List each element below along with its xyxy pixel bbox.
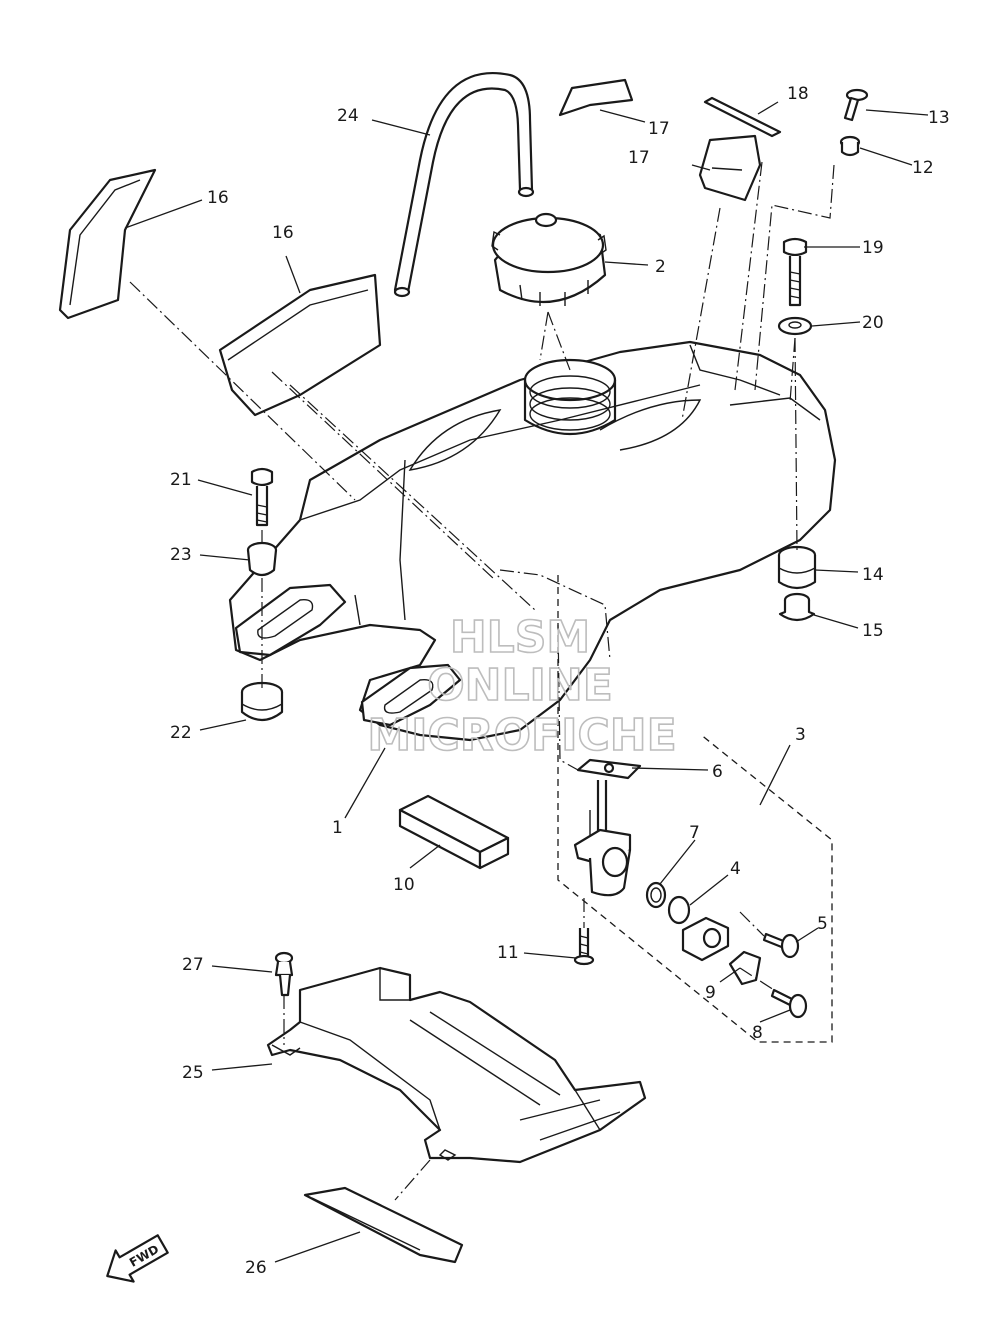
callout-17-upper: 17 xyxy=(648,119,670,139)
callout-1: 1 xyxy=(332,818,343,838)
pad-10 xyxy=(398,794,510,870)
callout-24: 24 xyxy=(337,106,359,126)
callout-6: 6 xyxy=(712,762,723,782)
screw-13 xyxy=(843,88,869,122)
pad-upper xyxy=(558,78,634,117)
skid-plate xyxy=(266,966,647,1164)
screw-8 xyxy=(770,988,808,1019)
callout-2: 2 xyxy=(655,257,666,277)
callout-16-left: 16 xyxy=(207,188,229,208)
callout-4: 4 xyxy=(730,859,741,879)
screw-11 xyxy=(573,928,595,966)
breather-hose xyxy=(393,72,535,298)
leader-lines xyxy=(124,101,929,1263)
callout-26: 26 xyxy=(245,1258,267,1278)
collar-15 xyxy=(778,592,816,622)
tank-emblem-left xyxy=(58,168,157,320)
callout-23: 23 xyxy=(170,545,192,565)
callout-25: 25 xyxy=(182,1063,204,1083)
fuel-cap xyxy=(491,212,607,306)
tank-emblem-right xyxy=(218,273,382,417)
callout-20: 20 xyxy=(862,313,884,333)
fuel-cock-assembly xyxy=(573,758,762,986)
assembly-boundary-3 xyxy=(557,575,833,1043)
washer-20 xyxy=(777,316,813,336)
fuel-tank xyxy=(228,340,837,742)
callout-11: 11 xyxy=(497,943,519,963)
callout-labels: 1 2 3 4 5 6 7 8 9 10 11 12 13 14 15 16 1… xyxy=(170,84,950,1278)
callout-5: 5 xyxy=(817,914,828,934)
callout-19: 19 xyxy=(862,238,884,258)
pad-26 xyxy=(303,1186,464,1264)
callout-14: 14 xyxy=(862,565,884,585)
callout-15: 15 xyxy=(862,621,884,641)
watermark-line-1: HLSM xyxy=(450,612,590,663)
filler-neck xyxy=(523,358,617,435)
damper-22 xyxy=(240,681,284,722)
callout-18: 18 xyxy=(787,84,809,104)
fwd-arrow-icon: FWD xyxy=(106,1234,169,1283)
collar-23 xyxy=(246,541,278,577)
screw-5 xyxy=(762,932,800,959)
phantom-guide-lines xyxy=(129,161,835,1201)
watermark: HLSM ONLINE MICROFICHE xyxy=(367,611,678,762)
callout-16-right: 16 xyxy=(272,223,294,243)
watermark-line-3: MICROFICHE xyxy=(367,710,676,761)
collar-12 xyxy=(839,135,861,157)
callout-3: 3 xyxy=(795,725,806,745)
callout-12: 12 xyxy=(912,158,934,178)
damper-14 xyxy=(777,545,817,590)
callout-10: 10 xyxy=(393,875,415,895)
callout-27: 27 xyxy=(182,955,204,975)
callout-17-lower: 17 xyxy=(628,148,650,168)
watermark-line-2: ONLINE xyxy=(427,660,613,711)
callout-8: 8 xyxy=(752,1023,763,1043)
bolt-27 xyxy=(274,951,294,997)
pad-lower xyxy=(698,134,762,202)
callout-21: 21 xyxy=(170,470,192,490)
callout-22: 22 xyxy=(170,723,192,743)
callout-9: 9 xyxy=(705,983,716,1003)
strip-18 xyxy=(703,96,782,138)
callout-7: 7 xyxy=(689,823,700,843)
callout-13: 13 xyxy=(928,108,950,128)
bolt-19 xyxy=(782,237,808,307)
bolt-21 xyxy=(250,467,274,527)
